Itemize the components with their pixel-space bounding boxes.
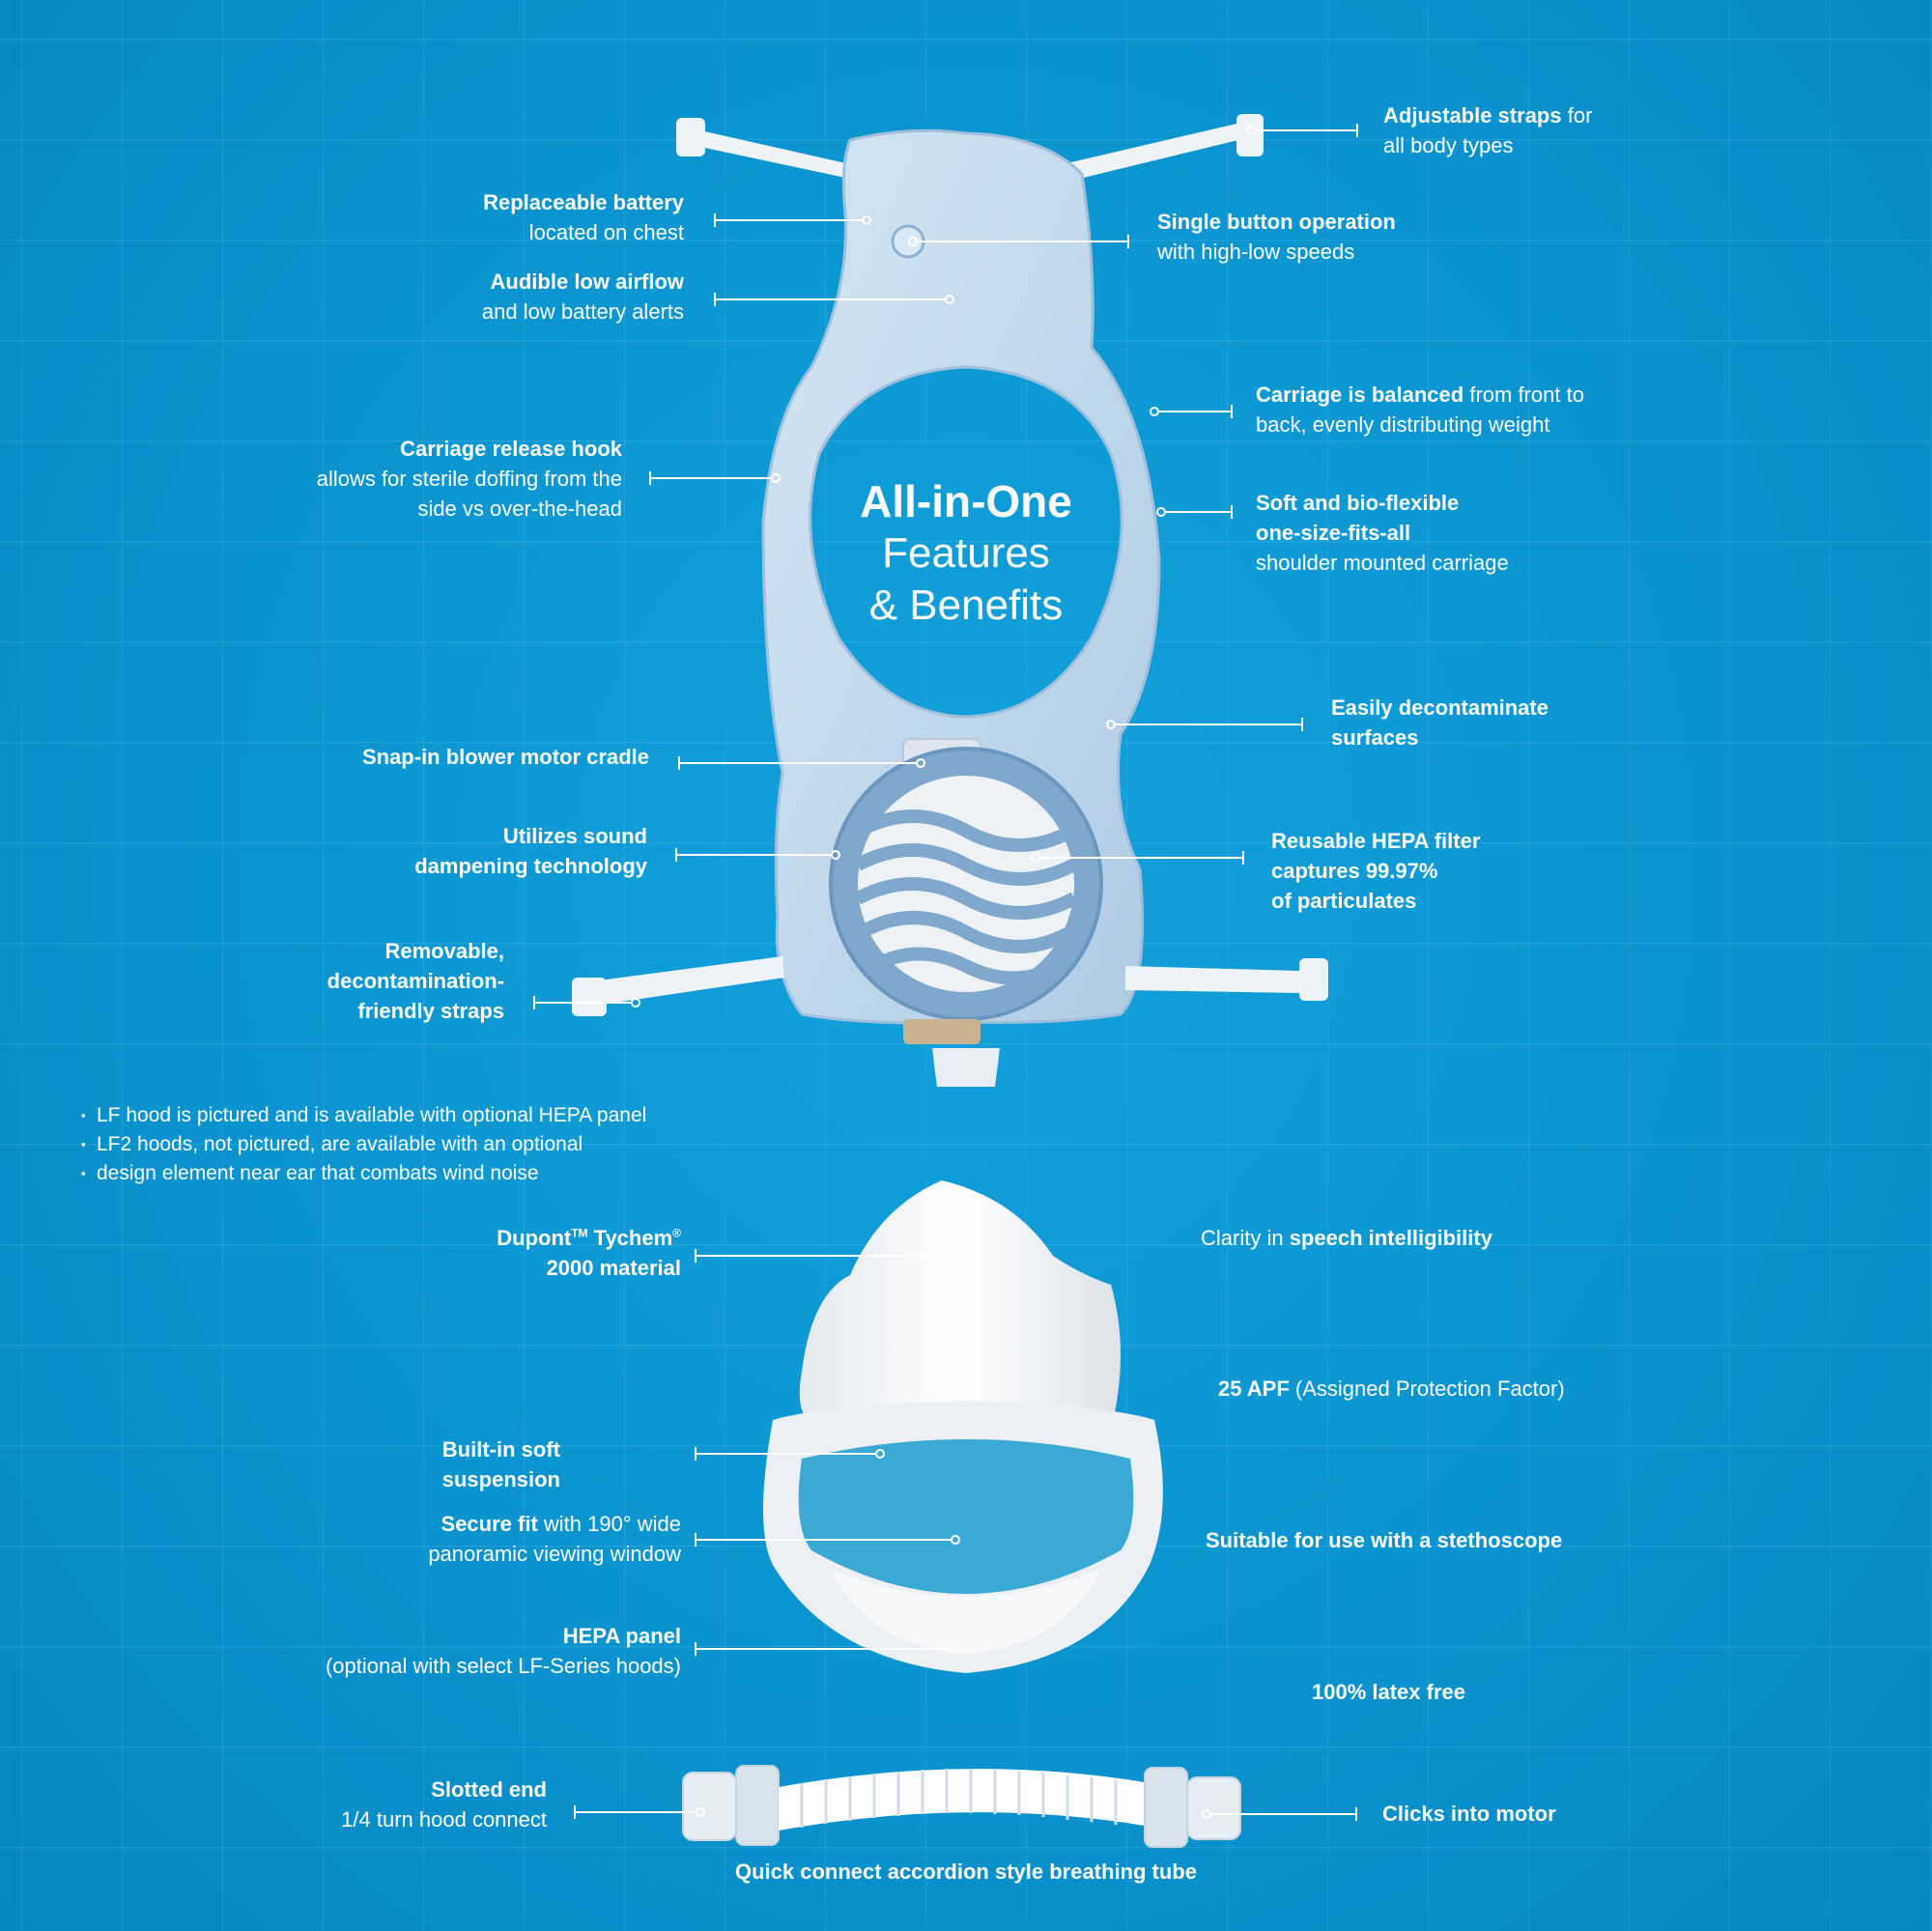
callout-text: located on chest xyxy=(528,220,684,244)
callout-bold: dampening technology xyxy=(414,854,647,878)
lower-straps-icon xyxy=(572,956,1328,1016)
callout-release-hook: Carriage release hook allows for sterile… xyxy=(317,434,622,524)
callout-bold: Reusable HEPA filter xyxy=(1271,829,1481,853)
callout-text: with high-low speeds xyxy=(1157,240,1355,264)
callout-bold: Secure fit xyxy=(440,1512,538,1536)
callout-bold: Soft and bio-flexible xyxy=(1256,491,1460,515)
callout-hepa-panel: HEPA panel (optional with select LF-Seri… xyxy=(326,1621,681,1681)
callout-bold: Tychem xyxy=(587,1226,673,1250)
registered-mark: ® xyxy=(672,1226,681,1240)
callout-text: back, evenly distributing weight xyxy=(1256,412,1550,437)
breathing-tube-icon xyxy=(682,1765,1241,1848)
callout-text: and low battery alerts xyxy=(481,299,684,324)
callout-text: side vs over-the-head xyxy=(417,497,622,521)
callout-bold: of particulates xyxy=(1271,889,1417,913)
callout-bold: Carriage release hook xyxy=(400,437,622,461)
callout-bold: one-size-fits-all xyxy=(1256,521,1411,545)
callout-bold: Carriage is balanced xyxy=(1256,383,1464,407)
callout-text: (optional with select LF-Series hoods) xyxy=(325,1654,681,1678)
callout-bold: Slotted end xyxy=(431,1777,547,1802)
callout-text: all body types xyxy=(1383,133,1514,157)
callout-bold: 2000 material xyxy=(546,1256,681,1280)
title-line-2: Features xyxy=(882,529,1050,577)
callout-snap-in: Snap-in blower motor cradle xyxy=(362,742,649,772)
callout-dupont: DupontTM Tychem® 2000 material xyxy=(497,1223,681,1283)
hepa-filter-icon xyxy=(829,747,1103,1087)
callout-bold: speech intelligibility xyxy=(1289,1226,1492,1250)
callout-apf: 25 APF (Assigned Protection Factor) xyxy=(1218,1374,1565,1404)
callout-text: with 190° wide xyxy=(537,1512,681,1536)
note-item: LF hood is pictured and is available wit… xyxy=(81,1101,646,1130)
callout-sound: Utilizes sound dampening technology xyxy=(414,821,647,881)
callout-bold: Single button operation xyxy=(1157,210,1396,234)
callout-bio-flexible: Soft and bio-flexible one-size-fits-all … xyxy=(1256,488,1509,578)
callout-text: shoulder mounted carriage xyxy=(1256,551,1509,575)
callout-text: 1/4 turn hood connect xyxy=(341,1807,547,1832)
hood-icon xyxy=(763,1180,1163,1673)
callout-bold: suspension xyxy=(441,1467,560,1491)
callout-text: from front to xyxy=(1463,383,1584,407)
callout-bold: Removable, xyxy=(384,939,505,963)
note-item: LF2 hoods, not pictured, are available w… xyxy=(81,1130,646,1159)
callout-bold: captures 99.97% xyxy=(1271,859,1438,883)
callout-soft-suspension: Built-in soft suspension xyxy=(442,1434,560,1494)
callout-latex: 100% latex free xyxy=(1312,1677,1465,1707)
callout-bold: HEPA panel xyxy=(562,1624,681,1648)
callout-removable-straps: Removable, decontamination- friendly str… xyxy=(327,936,504,1026)
callout-text: allows for sterile doffing from the xyxy=(316,467,622,491)
title-line-1: All-in-One xyxy=(860,476,1072,526)
callout-bold: Replaceable battery xyxy=(483,190,684,214)
callout-text: for xyxy=(1561,103,1593,128)
callout-stethoscope: Suitable for use with a stethoscope xyxy=(1206,1525,1562,1555)
callout-bold: Clicks into motor xyxy=(1382,1802,1556,1826)
tube-caption: Quick connect accordion style breathing … xyxy=(735,1860,1197,1884)
callout-bold: 25 APF xyxy=(1218,1377,1290,1401)
callout-secure-fit: Secure fit with 190° wide panoramic view… xyxy=(428,1509,681,1569)
callout-decontaminate: Easily decontaminate surfaces xyxy=(1331,693,1548,753)
callout-slotted-end: Slotted end 1/4 turn hood connect xyxy=(341,1775,547,1834)
callout-adjustable-straps: Adjustable straps for all body types xyxy=(1383,100,1592,160)
callout-bold: Dupont xyxy=(497,1226,572,1250)
callout-leader-lines xyxy=(533,124,1358,1821)
callout-bold: Built-in soft xyxy=(441,1437,560,1462)
callout-bold: surfaces xyxy=(1331,725,1419,750)
callout-bold: friendly straps xyxy=(357,999,504,1023)
note-item-continuation: design element near ear that combats win… xyxy=(81,1159,646,1188)
callout-replaceable-battery: Replaceable battery located on chest xyxy=(483,187,684,247)
callout-bold: Suitable for use with a stethoscope xyxy=(1206,1528,1563,1552)
notes-list: LF hood is pictured and is available wit… xyxy=(81,1101,646,1188)
trademark-mark: TM xyxy=(571,1226,588,1240)
callout-hepa-filter: Reusable HEPA filter captures 99.97% of … xyxy=(1271,826,1480,916)
callout-bold: Adjustable straps xyxy=(1383,103,1562,128)
callout-text: (Assigned Protection Factor) xyxy=(1289,1377,1565,1401)
callout-bold: Easily decontaminate xyxy=(1331,696,1548,720)
callout-bold: decontamination- xyxy=(327,969,504,993)
callout-carriage-balanced: Carriage is balanced from front to back,… xyxy=(1256,380,1584,440)
callout-text: panoramic viewing window xyxy=(428,1542,681,1566)
callout-clarity: Clarity in speech intelligibility xyxy=(1201,1223,1492,1253)
title-line-3: & Benefits xyxy=(868,582,1064,629)
callout-bold: Utilizes sound xyxy=(502,824,647,848)
callout-bold: Audible low airflow xyxy=(490,270,684,294)
page-title: All-in-One Features & Benefits xyxy=(773,475,1159,632)
top-straps-icon xyxy=(676,114,1264,182)
callout-text: Clarity in xyxy=(1201,1226,1290,1250)
callout-single-button: Single button operation with high-low sp… xyxy=(1157,207,1396,267)
callout-clicks: Clicks into motor xyxy=(1382,1799,1556,1829)
callout-bold: Snap-in blower motor cradle xyxy=(361,745,649,769)
callout-audible-alerts: Audible low airflow and low battery aler… xyxy=(482,267,684,327)
callout-bold: 100% latex free xyxy=(1312,1680,1465,1704)
